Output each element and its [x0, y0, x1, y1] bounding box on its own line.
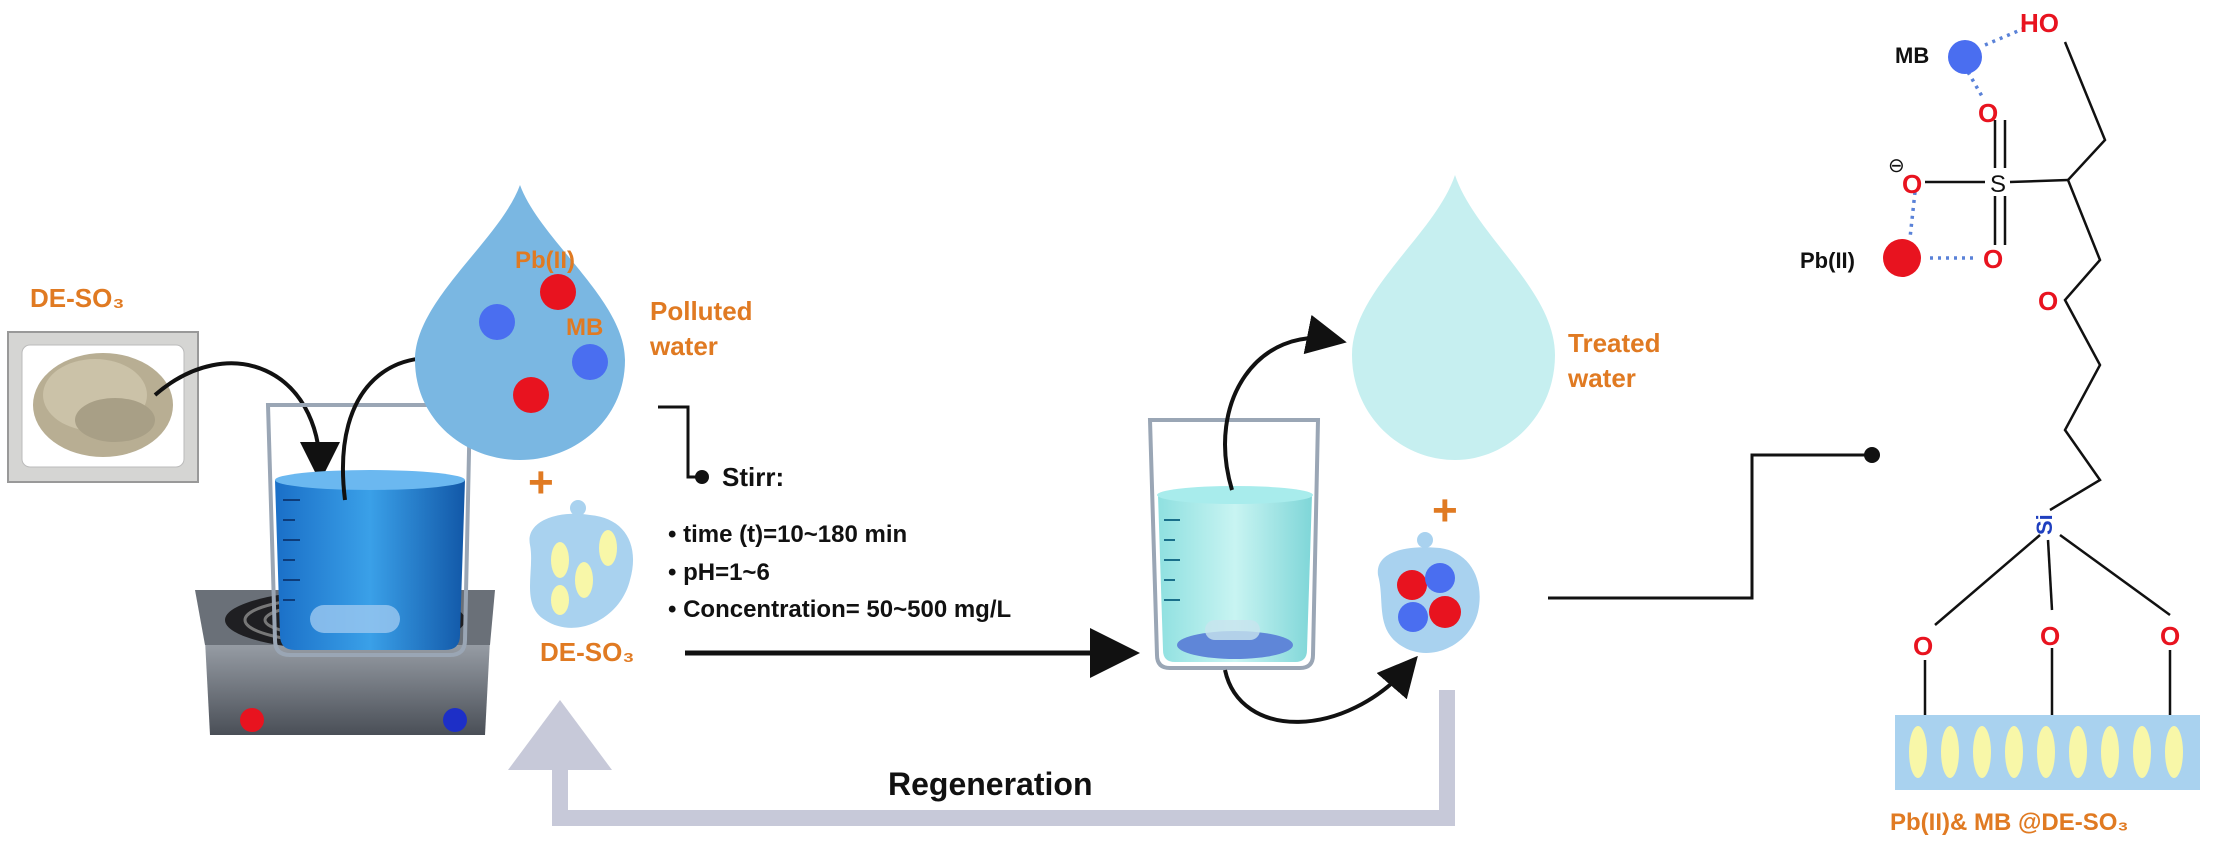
structure-o-left: O [1913, 631, 1933, 661]
arrow-beaker-to-loaded [1223, 655, 1418, 724]
structure-s: S [1990, 171, 2006, 198]
chemical-structure [1883, 26, 2200, 790]
condition-concentration: • Concentration= 50~500 mg/L [668, 596, 1011, 623]
regeneration-label: Regeneration [888, 766, 1092, 802]
structure-o-mid: O [2040, 621, 2060, 651]
structure-o-s-bottom: O [1983, 244, 2003, 274]
pb-label-drop: Pb(II) [515, 247, 575, 274]
polluted-water-drop [415, 185, 625, 460]
polluted-label-2: water [649, 331, 718, 361]
condition-ph: • pH=1~6 [668, 559, 770, 586]
treated-label-2: water [1567, 363, 1636, 393]
structure-connector-dot [1864, 447, 1880, 463]
stirr-dot [695, 470, 709, 484]
regeneration-arrowhead [508, 700, 612, 770]
structure-ho: HO [2020, 8, 2059, 38]
stirr-connector [658, 405, 700, 479]
arrow-powder-to-beaker [153, 361, 340, 482]
treated-water-drop [1352, 175, 1555, 460]
powder-label: DE-SO₃ [30, 283, 124, 313]
condition-time: • time (t)=10~180 min [668, 521, 907, 548]
mb-label-drop: MB [566, 314, 603, 341]
beaker-right [1147, 418, 1321, 670]
plus-left: + [528, 458, 554, 507]
beaker-left [265, 403, 473, 657]
adsorbent-particle [529, 500, 634, 628]
loaded-adsorbent [1377, 532, 1480, 653]
structure-mb-label: MB [1895, 43, 1929, 68]
treated-label-1: Treated [1568, 328, 1661, 358]
structure-minus: ⊖ [1888, 155, 1905, 177]
arrow-beaker-to-treated [1223, 314, 1347, 491]
regeneration-arrow [552, 690, 1455, 826]
polluted-label-1: Polluted [650, 296, 753, 326]
structure-o-top: O [1978, 98, 1998, 128]
structure-connector [1548, 453, 1870, 600]
structure-o-right: O [2160, 621, 2180, 651]
stirr-label: Stirr: [722, 462, 784, 492]
structure-o-minus: O [1902, 169, 1922, 199]
adsorbent-label: DE-SO₃ [540, 637, 634, 667]
structure-pb-label: Pb(II) [1800, 248, 1855, 273]
plus-right: + [1432, 486, 1458, 535]
structure-bottom-label: Pb(II)& MB @DE-SO₃ [1890, 809, 2129, 836]
structure-o-ether: O [2038, 286, 2058, 316]
structure-si: Si [2032, 514, 2057, 535]
powder-sample [7, 331, 199, 483]
